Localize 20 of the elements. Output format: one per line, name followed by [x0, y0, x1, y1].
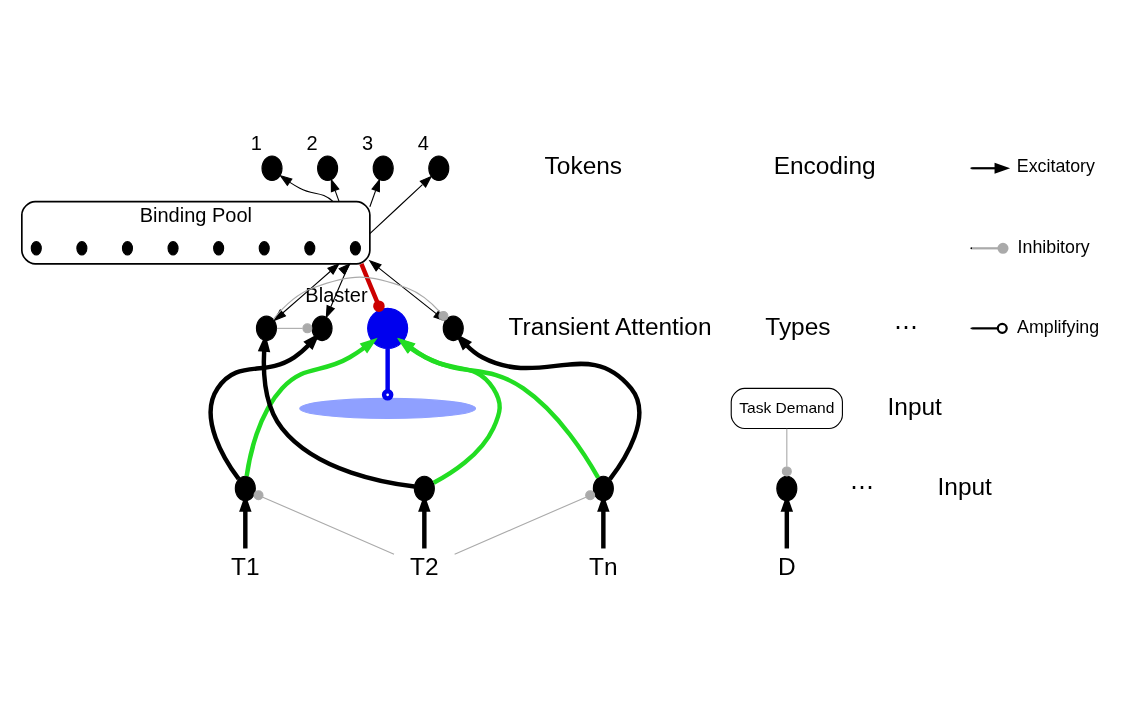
legend-label: Amplifying [1017, 316, 1100, 337]
node-text: T1 [231, 552, 260, 580]
label: ⋯ [850, 472, 875, 500]
node-text: Tn [589, 552, 618, 580]
label: Types [765, 312, 831, 340]
node-label: 3 [362, 131, 374, 154]
node-text: D [777, 552, 796, 580]
legend-label: Inhibitory [1017, 236, 1090, 257]
label: Input [937, 472, 992, 500]
node-label: Binding Pool [139, 203, 252, 226]
node-label: 2 [306, 131, 318, 154]
label: Tokens [544, 151, 623, 179]
label: Encoding [773, 151, 876, 179]
node-text: T2 [410, 552, 439, 580]
node-label: 1 [250, 131, 263, 154]
label: Input [887, 392, 942, 420]
legend-label: Excitatory [1016, 155, 1095, 176]
label: Transient Attention [508, 312, 712, 340]
node-label: 4 [417, 131, 429, 154]
label: ⋯ [893, 312, 918, 340]
